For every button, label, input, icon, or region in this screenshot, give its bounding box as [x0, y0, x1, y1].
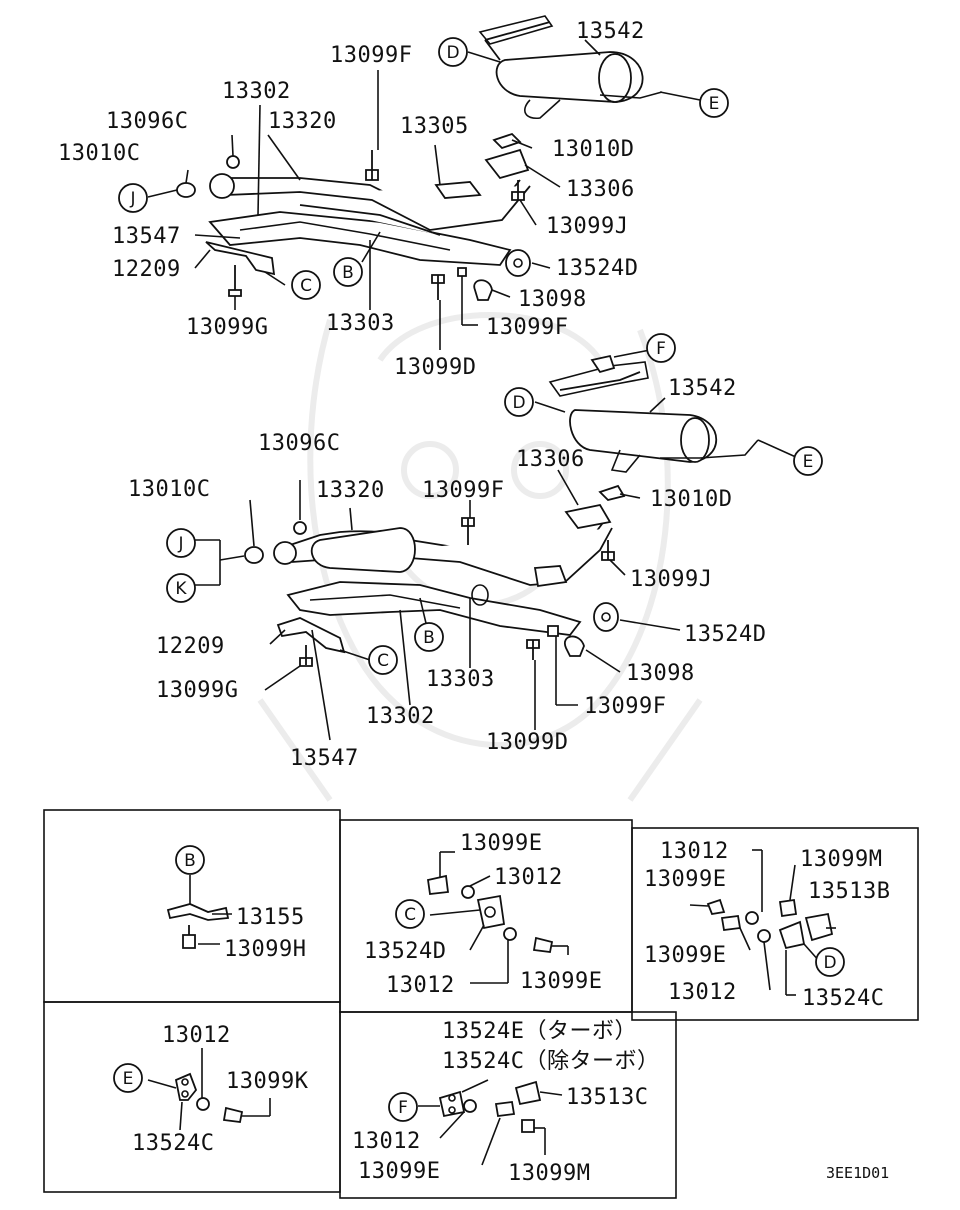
callout-e-detail: E — [123, 1069, 134, 1089]
part-label: 13303 — [326, 311, 395, 336]
part-label: 13099K — [226, 1069, 309, 1094]
callout-circles: D E J B C F D E J K B C B C D E F — [113, 37, 845, 1122]
part-label: 13099F — [330, 43, 412, 68]
part-label: 13320 — [268, 109, 337, 134]
part-label: 13513B — [808, 879, 890, 904]
part-label: 13542 — [576, 19, 645, 44]
part-label: 13306 — [566, 177, 635, 202]
callout-b-mid: B — [423, 628, 435, 648]
part-label: 13096C — [106, 109, 188, 134]
part-label: 13099J — [630, 567, 712, 592]
part-label: 13010D — [650, 487, 732, 512]
part-label: 13012 — [352, 1129, 421, 1154]
part-label: 13099G — [186, 315, 268, 340]
callout-c-mid: C — [377, 651, 389, 671]
part-label: 13099D — [394, 355, 476, 380]
detail-e-parts — [147, 1048, 271, 1131]
part-label: 13542 — [668, 376, 737, 401]
part-label: 13099F — [422, 478, 504, 503]
callout-c-detail: C — [404, 905, 416, 925]
part-label: 13099D — [486, 730, 568, 755]
callout-e-top: E — [709, 94, 720, 114]
part-label: 13099M — [800, 847, 882, 872]
lower-leader-lines — [194, 349, 799, 741]
part-label: 13155 — [236, 905, 305, 930]
callout-e-mid: E — [803, 452, 814, 472]
upper-leader-lines — [147, 39, 701, 350]
part-label: 13099E — [644, 867, 726, 892]
part-label: 13306 — [516, 447, 585, 472]
part-label: 13524D — [556, 256, 638, 281]
part-label: 13524C — [132, 1131, 214, 1156]
part-label: 13099E — [644, 943, 726, 968]
callout-f-mid: F — [656, 339, 666, 359]
part-label: 13098 — [518, 287, 587, 312]
lower-exhaust-assembly — [244, 354, 759, 667]
part-label: 13012 — [162, 1023, 231, 1048]
part-labels: 13542 13099F 13302 13096C 13320 13305 13… — [58, 19, 890, 1186]
callout-d-mid: D — [512, 393, 525, 413]
detail-f-parts — [418, 1079, 563, 1166]
part-label: 13099E — [520, 969, 602, 994]
part-label: 13099E — [358, 1159, 440, 1184]
part-label: 13524C（除ターボ） — [442, 1049, 659, 1074]
part-label: 13303 — [426, 667, 495, 692]
part-label: 13012 — [660, 839, 729, 864]
part-label: 12209 — [112, 257, 181, 282]
detail-c-parts — [426, 851, 569, 984]
part-label: 13012 — [386, 973, 455, 998]
part-label: 13012 — [668, 980, 737, 1005]
callout-k-mid: K — [175, 579, 187, 599]
part-label: 13010C — [128, 477, 210, 502]
part-label: 13098 — [626, 661, 695, 686]
part-label: 13099F — [486, 315, 568, 340]
part-label: 13010C — [58, 141, 140, 166]
part-label: 13096C — [258, 431, 340, 456]
callout-d-detail: D — [823, 953, 836, 973]
upper-exhaust-assembly — [176, 15, 663, 301]
part-label: 13099M — [508, 1161, 590, 1186]
callout-j-mid: J — [177, 534, 183, 554]
watermark-emblem — [257, 312, 703, 802]
part-label: 13099E — [460, 831, 542, 856]
callout-j-top: J — [129, 189, 135, 209]
part-label: 13010D — [552, 137, 634, 162]
part-label: 13099J — [546, 214, 628, 239]
part-label: 13524D — [684, 622, 766, 647]
callout-f-detail: F — [398, 1098, 408, 1118]
part-label: 13099G — [156, 678, 238, 703]
part-label: 12209 — [156, 634, 225, 659]
part-label: 13524C — [802, 986, 884, 1011]
heat-protector-lower — [286, 581, 582, 636]
part-label: 13524E（ターボ） — [442, 1019, 637, 1044]
callout-b-top: B — [342, 263, 354, 283]
tailpipe — [484, 21, 551, 61]
detail-boxes — [43, 809, 919, 1199]
part-label: 13305 — [400, 114, 469, 139]
heat-protector-13302 — [208, 211, 512, 266]
part-label: 13302 — [222, 79, 291, 104]
part-label: 13547 — [112, 224, 181, 249]
part-label: 13547 — [290, 746, 359, 771]
drawing-code: 3EE1D01 — [826, 1164, 889, 1182]
part-label: 13524D — [364, 939, 446, 964]
callout-b-detail: B — [184, 851, 196, 871]
part-label: 13099F — [584, 694, 666, 719]
detail-b-parts — [166, 875, 232, 949]
part-label: 13099H — [224, 937, 306, 962]
part-label: 13302 — [366, 704, 435, 729]
callout-d-top: D — [446, 43, 459, 63]
callout-c-top: C — [300, 276, 312, 296]
part-label: 13513C — [566, 1085, 648, 1110]
part-label: 13320 — [316, 478, 385, 503]
part-label: 13012 — [494, 865, 563, 890]
